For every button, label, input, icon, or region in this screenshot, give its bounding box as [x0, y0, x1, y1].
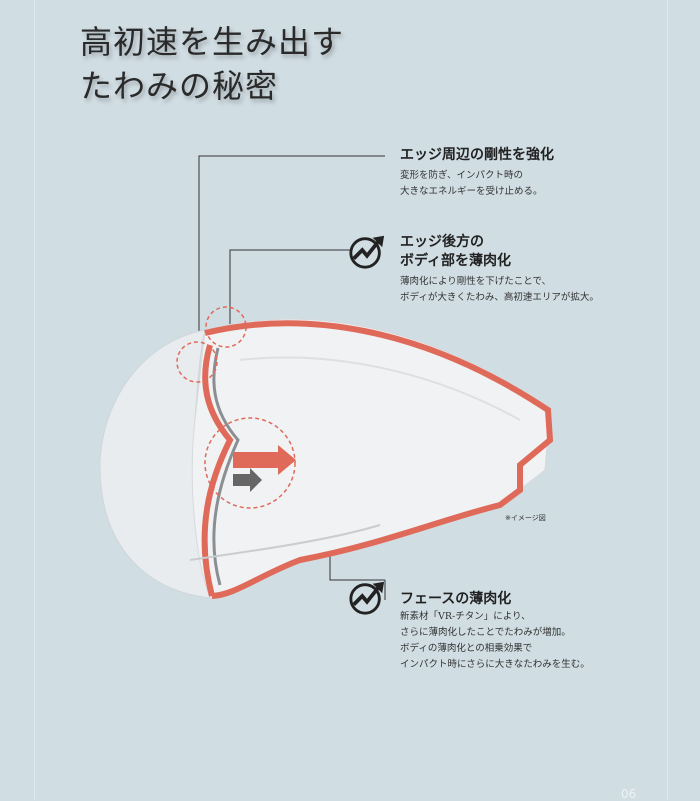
title-line-1: 高初速を生み出す [80, 23, 345, 61]
callout-body-thinning: エッジ後方のボディ部を薄肉化 薄肉化により剛性を下げたことで、ボディが大きくたわ… [400, 233, 599, 306]
callout-text: さらに薄肉化したことでたわみが増加。 [400, 627, 571, 638]
image-note: ※イメージ図 [505, 514, 546, 522]
callout-text: ボディが大きくたわみ、高初速エリアが拡大。 [400, 292, 599, 303]
page-edge-left [34, 0, 35, 800]
highlight-circle [205, 306, 247, 348]
callout-text: 新素材「VR-チタン」により、 [400, 611, 531, 622]
flex-arrow-red [233, 445, 296, 475]
callout-heading: ボディ部を薄肉化 [400, 253, 512, 269]
callout-text: ボディの薄肉化との相乗効果で [400, 643, 533, 654]
page-number: 06 [621, 787, 637, 801]
callout-text: 大きなエネルギーを受け止める。 [400, 186, 543, 197]
callout-heading: エッジ周辺の剛性を強化 [400, 147, 554, 163]
callout-edge-rigidity: エッジ周辺の剛性を強化 変形を防ぎ、インパクト時の大きなエネルギーを受け止める。 [400, 146, 554, 200]
flex-arrow-gray [233, 468, 262, 492]
callout-heading: エッジ後方の [400, 234, 484, 250]
callout-text: 変形を防ぎ、インパクト時の [400, 170, 524, 181]
leader-line-edge [198, 155, 385, 365]
thin-wall-section [204, 320, 554, 599]
callout-heading: フェースの薄肉化 [400, 591, 512, 607]
page-title: 高初速を生み出す たわみの秘密 [80, 20, 344, 108]
callout-face-thinning: フェースの薄肉化 新素材「VR-チタン」により、さらに薄肉化したことでたわみが増… [400, 590, 590, 673]
highlight-circle [176, 341, 218, 383]
rising-arrow-icon [349, 235, 385, 269]
highlight-circle [204, 417, 296, 509]
callout-text: インパクト時にさらに大きなたわみを生む。 [400, 659, 590, 670]
leader-line-body [229, 249, 350, 325]
rising-arrow-icon [349, 581, 385, 615]
title-line-2: たわみの秘密 [80, 67, 279, 105]
callout-text: 薄肉化により剛性を下げたことで、 [400, 276, 552, 287]
page-edge-right [667, 0, 668, 800]
